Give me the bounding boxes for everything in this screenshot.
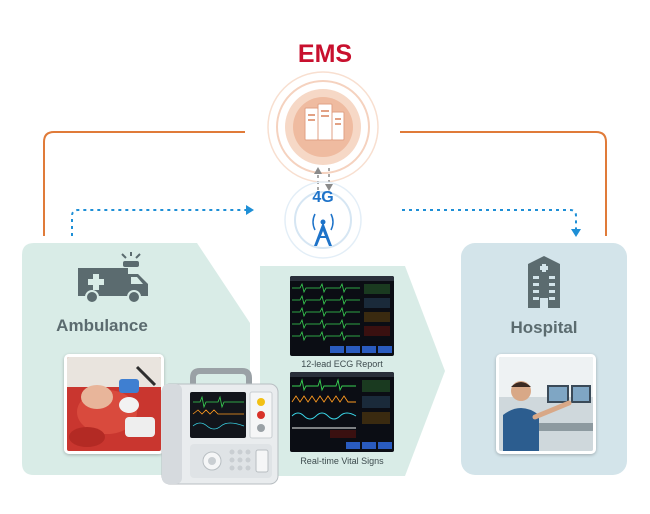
vital-signs-screen	[290, 372, 394, 452]
vital-signs-caption: Real-time Vital Signs	[300, 456, 384, 466]
ambulance-care-photo	[64, 354, 164, 454]
server-halo-mid	[276, 80, 370, 174]
hospital-label: Hospital	[510, 318, 578, 337]
ambulance-icon	[78, 252, 148, 304]
network-4g-label: 4G	[312, 189, 334, 206]
blue-arrow-right-head	[246, 205, 254, 215]
hospital-doctor-photo	[496, 354, 596, 454]
blue-arrow-down-head	[571, 229, 581, 237]
orange-line-left	[43, 131, 245, 236]
defibrillator-monitor-device	[160, 362, 280, 492]
tower-halo-outer	[284, 181, 362, 259]
orange-line-right	[400, 131, 607, 236]
ambulance-label: Ambulance	[56, 316, 148, 335]
ecg-report-screen	[290, 276, 394, 356]
ecg-report-caption: 12-lead ECG Report	[301, 359, 383, 369]
tower-halo-inner	[294, 191, 352, 249]
blue-dotted-line-left	[71, 209, 248, 236]
hospital-building-icon	[528, 256, 560, 308]
blue-dotted-line-right	[402, 209, 577, 230]
ems-title: EMS	[297, 40, 353, 68]
antenna-tower-icon	[312, 213, 334, 246]
